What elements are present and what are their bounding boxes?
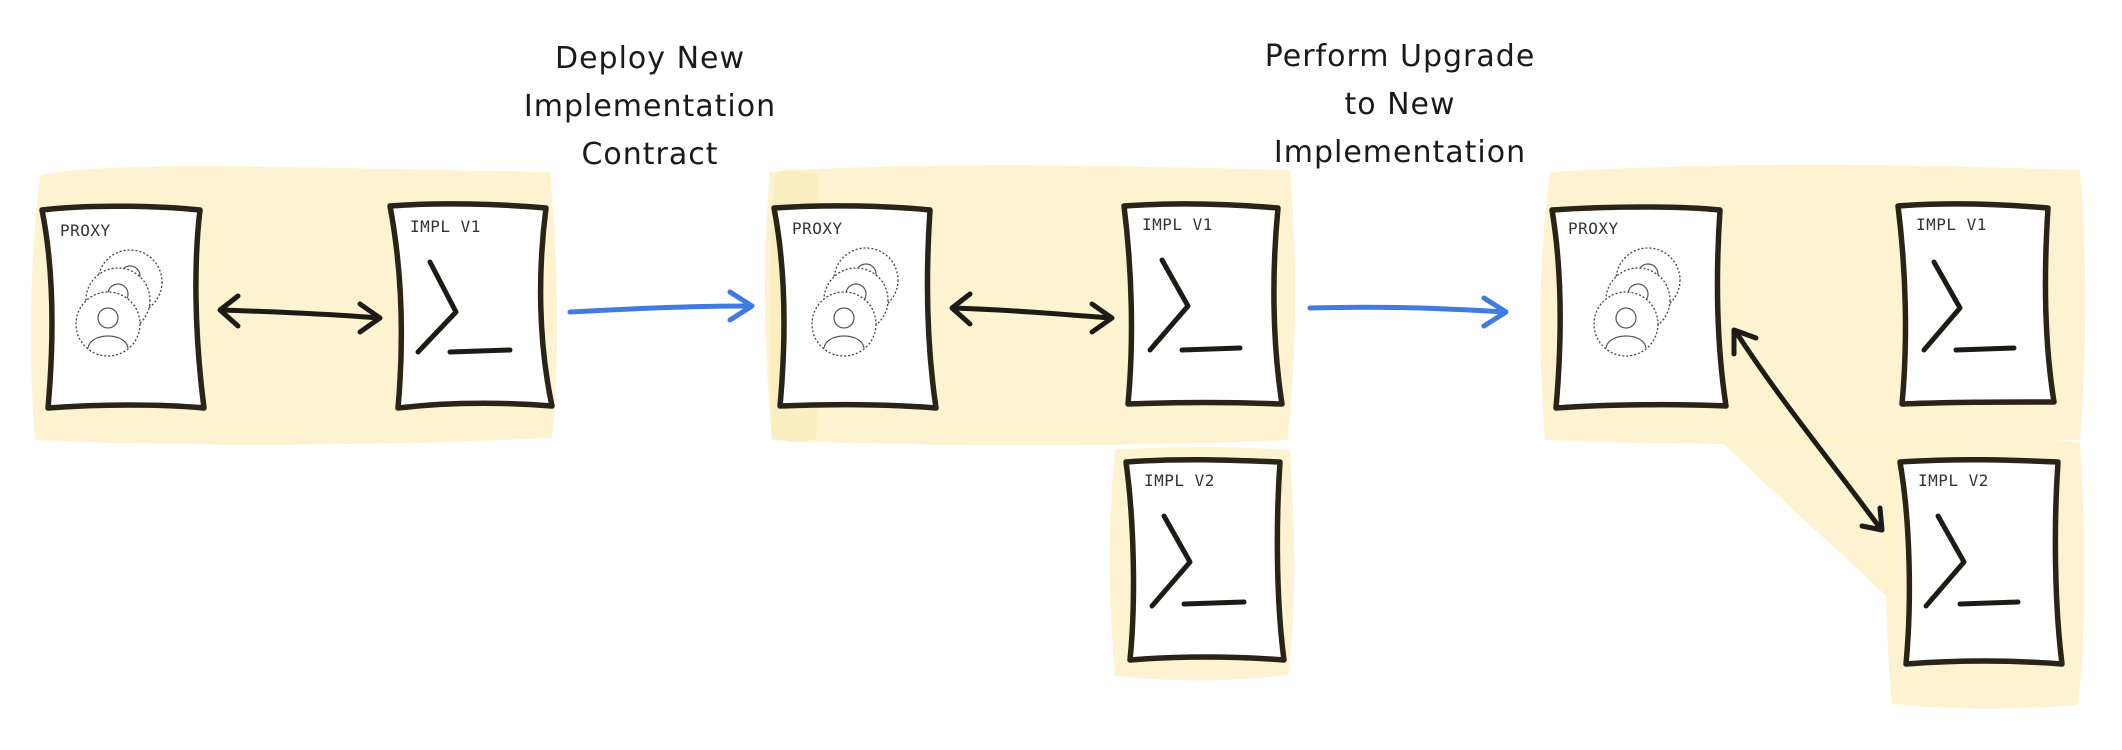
impl-v1-box: IMPL V1 xyxy=(1121,201,1285,407)
impl-v1-box: IMPL V1 xyxy=(387,201,555,411)
step-2-line-1: Perform Upgrade xyxy=(1265,39,1536,74)
step-2-line-2: to New xyxy=(1344,87,1455,122)
stage-2: PROXY IMPL V1 IMPL V2 xyxy=(771,201,1287,663)
step-1-line-3: Contract xyxy=(581,137,718,172)
step-1-line-2: Implementation xyxy=(524,89,776,124)
terminal-prompt-icon xyxy=(1149,513,1247,609)
proxy-impl-v2-link-arrow xyxy=(1731,327,1885,533)
step-caption-upgrade: Perform Upgrade to New Implementation xyxy=(1265,39,1536,170)
impl-v1-label: IMPL V1 xyxy=(410,217,481,236)
proxy-impl-link-arrow xyxy=(949,291,1115,335)
impl-v2-box: IMPL V2 xyxy=(1897,456,2065,667)
proxy-box: PROXY xyxy=(1549,204,1729,411)
proxy-label: PROXY xyxy=(60,221,111,240)
stage-3: PROXY IMPL V1 IMPL V2 xyxy=(1549,201,2065,667)
impl-v1-label: IMPL V1 xyxy=(1916,215,1987,234)
proxy-box: PROXY xyxy=(771,203,939,411)
step-1-line-1: Deploy New xyxy=(555,41,745,76)
proxy-impl-link-arrow xyxy=(217,293,383,335)
transition-arrow-2 xyxy=(1307,295,1509,329)
proxy-label: PROXY xyxy=(1568,219,1619,238)
impl-v2-box: IMPL V2 xyxy=(1123,456,1287,663)
step-2-line-3: Implementation xyxy=(1274,135,1526,170)
impl-v1-label: IMPL V1 xyxy=(1142,215,1213,234)
terminal-prompt-icon xyxy=(1923,513,2021,609)
terminal-prompt-icon xyxy=(1921,259,2017,353)
stage-1: PROXY IMPL V1 xyxy=(39,201,555,411)
terminal-prompt-icon xyxy=(1147,257,1243,353)
terminal-prompt-icon xyxy=(415,259,513,355)
impl-v1-box: IMPL V1 xyxy=(1895,201,2057,407)
impl-v2-label: IMPL V2 xyxy=(1144,471,1215,490)
proxy-label: PROXY xyxy=(792,219,843,238)
transition-arrow-1 xyxy=(567,289,755,323)
impl-v2-label: IMPL V2 xyxy=(1918,471,1989,490)
step-caption-deploy: Deploy New Implementation Contract xyxy=(524,41,776,172)
proxy-box: PROXY xyxy=(39,203,207,411)
